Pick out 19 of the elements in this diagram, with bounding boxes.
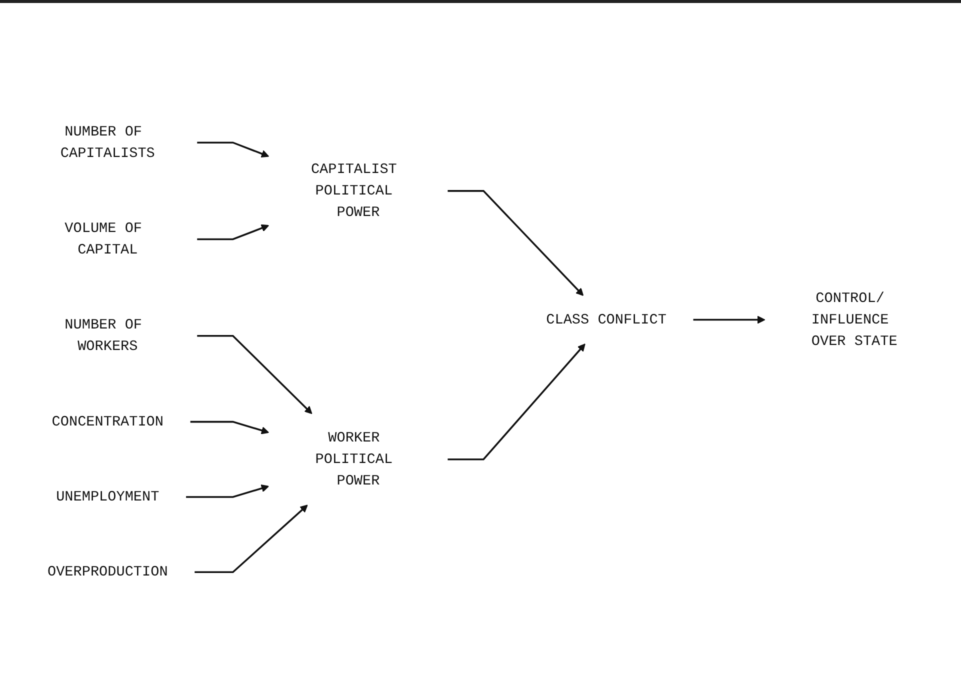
node-text: CAPITALIST POLITICAL POWER [310, 160, 396, 220]
node-text: WORKER POLITICAL POWER [314, 429, 392, 488]
arrow [447, 343, 585, 460]
node-text: OVERPRODUCTION [47, 564, 168, 580]
node-text: CONTROL/ INFLUENCE OVER STATE [810, 290, 897, 349]
node-text: UNEMPLOYMENT [56, 488, 159, 505]
node-text: CONCENTRATION [51, 413, 163, 430]
arrow [194, 504, 308, 573]
arrow [196, 141, 269, 158]
arrow [692, 315, 765, 324]
arrow [447, 190, 584, 296]
node-text: NUMBER OF CAPITALISTS [60, 123, 154, 161]
arrow [196, 224, 269, 240]
arrow [186, 484, 269, 498]
arrow [196, 334, 312, 414]
arrow [190, 420, 269, 434]
node-text: NUMBER OF WORKERS [64, 316, 142, 354]
node-text: CLASS CONFLICT [546, 311, 666, 328]
node-text: VOLUME OF CAPITAL [64, 220, 142, 258]
